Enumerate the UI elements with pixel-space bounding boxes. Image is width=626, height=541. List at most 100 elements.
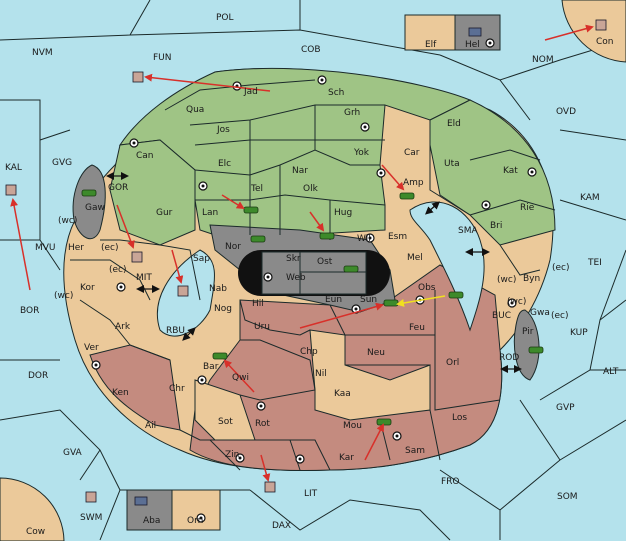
land-label-sap: Sap	[193, 254, 210, 264]
land-label-lan: Lan	[202, 208, 218, 218]
coast-label-gwa-wc: (wc)	[507, 297, 526, 307]
land-labels: Jad Sch Qua Jos Grh Eld Can Elc Yok Car …	[68, 37, 614, 526]
sea-label-gvg: GVG	[52, 158, 72, 168]
land-label-tel: Tel	[250, 184, 263, 194]
land-label-nil: Nil	[315, 369, 327, 379]
land-label-mou: Mou	[343, 421, 362, 431]
region-nom-corner[interactable]	[561, 0, 626, 63]
land-label-ver: Ver	[84, 343, 99, 353]
land-label-skr: Skr	[286, 254, 301, 264]
sea-label-lit: LIT	[304, 489, 318, 499]
land-label-ark: Ark	[115, 322, 131, 332]
land-label-gwa: Gwa	[530, 308, 550, 318]
sea-label-kam: KAM	[580, 193, 600, 203]
land-label-wil: Wil	[357, 234, 371, 244]
land-label-ken: Ken	[112, 388, 129, 398]
land-label-chr: Chr	[169, 384, 185, 394]
land-label-elf: Elf	[425, 40, 437, 50]
land-label-kor: Kor	[80, 283, 95, 293]
sea-label-ovd: OVD	[556, 107, 576, 117]
region-web[interactable]	[261, 251, 367, 295]
region-orn[interactable]	[171, 489, 221, 531]
land-label-kat: Kat	[503, 166, 518, 176]
land-label-zin: Zin	[225, 450, 239, 460]
land-label-gaw: Gaw	[85, 203, 105, 213]
land-label-ost: Ost	[317, 257, 333, 267]
land-label-nog: Nog	[214, 304, 232, 314]
sea-label-kup: KUP	[570, 328, 588, 338]
land-label-orl: Orl	[446, 358, 459, 368]
land-label-ail: Ail	[145, 421, 156, 431]
sea-label-gva: GVA	[63, 448, 83, 458]
sea-label-cow: Cow	[26, 527, 45, 537]
land-label-mel: Mel	[407, 253, 423, 263]
east-channel	[409, 201, 485, 332]
land-label-uru: Uru	[254, 322, 270, 332]
land-label-pir: Pir	[522, 327, 534, 337]
land-label-hil: Hil	[252, 299, 264, 309]
land-label-hel: Hel	[465, 40, 480, 50]
sea-label-alt: ALT	[603, 367, 619, 377]
fleet-unit	[5, 19, 607, 506]
region-cow-corner[interactable]	[0, 477, 65, 541]
sea-label-mit: MIT	[136, 273, 152, 283]
land-label-grh: Grh	[344, 108, 360, 118]
land-label-can: Can	[136, 151, 154, 161]
land-label-olk: Olk	[303, 184, 319, 194]
coast-label-kor-wc: (wc)	[54, 291, 73, 301]
land-label-chp: Chp	[300, 347, 318, 357]
sea-label-tei: TEI	[587, 258, 602, 268]
land-label-sot: Sot	[218, 417, 233, 427]
sea-label-rod: ROD	[499, 353, 519, 363]
order-arrows	[10, 24, 594, 482]
land-label-orn: Orn	[187, 516, 203, 526]
green-west	[109, 139, 196, 246]
land-label-byn: Byn	[523, 274, 540, 284]
support-arrow	[396, 295, 446, 307]
land-label-her: Her	[68, 243, 84, 253]
land-label-neu: Neu	[367, 348, 385, 358]
army-unit	[81, 189, 544, 426]
region-elf[interactable]	[404, 14, 456, 51]
region-gaw[interactable]	[72, 164, 106, 240]
sea-label-swm: SWM	[80, 513, 102, 523]
land-label-bar: Bar	[203, 362, 219, 372]
sea-label-buc: BUC	[492, 311, 511, 321]
land-label-los: Los	[452, 413, 467, 423]
sea-label-bor: BOR	[20, 306, 39, 316]
land-label-rot: Rot	[255, 419, 270, 429]
land-label-eld: Eld	[447, 119, 461, 129]
units	[5, 19, 607, 506]
land-label-bri: Bri	[490, 221, 502, 231]
land-label-web: Web	[286, 273, 306, 283]
land-label-nar: Nar	[292, 166, 308, 176]
land-label-feu: Feu	[409, 323, 425, 333]
coast-label-her-ec: (ec)	[101, 243, 119, 253]
sea-label-pol: POL	[216, 13, 234, 23]
land-label-qua: Qua	[186, 105, 204, 115]
land-label-esm: Esm	[388, 232, 407, 242]
land-label-jad: Jad	[243, 87, 258, 97]
land-label-kaa: Kaa	[334, 389, 351, 399]
sea-labels: POL NVM FUN COB NOM OVD KAL GVG GOR MVU …	[5, 13, 619, 537]
coast-label-byn-wc: (wc)	[497, 275, 516, 285]
sea-label-fun: FUN	[153, 53, 172, 63]
coast-label-byn-ec: (ec)	[552, 263, 570, 273]
coast-annotations: (wc) (ec) (ec) (wc) (wc) (ec) (ec) (wc)	[54, 216, 570, 321]
land-label-eun: Eun	[325, 295, 342, 305]
land-label-rie: Rie	[520, 203, 535, 213]
sea-label-gvp: GVP	[556, 403, 575, 413]
coast-label-gwa-ec: (ec)	[551, 311, 569, 321]
coast-label-her-wc: (wc)	[58, 216, 77, 226]
sea-label-dor: DOR	[28, 371, 48, 381]
land-label-sun: Sun	[360, 295, 377, 305]
land-label-kar: Kar	[339, 453, 354, 463]
land-label-hug: Hug	[334, 208, 352, 218]
land-label-con: Con	[596, 37, 614, 47]
land-label-jos: Jos	[216, 125, 230, 135]
land-label-sch: Sch	[328, 88, 344, 98]
region-pir[interactable]	[513, 309, 540, 381]
land-label-elc: Elc	[218, 159, 231, 169]
land-label-qwi: Qwi	[232, 373, 249, 383]
